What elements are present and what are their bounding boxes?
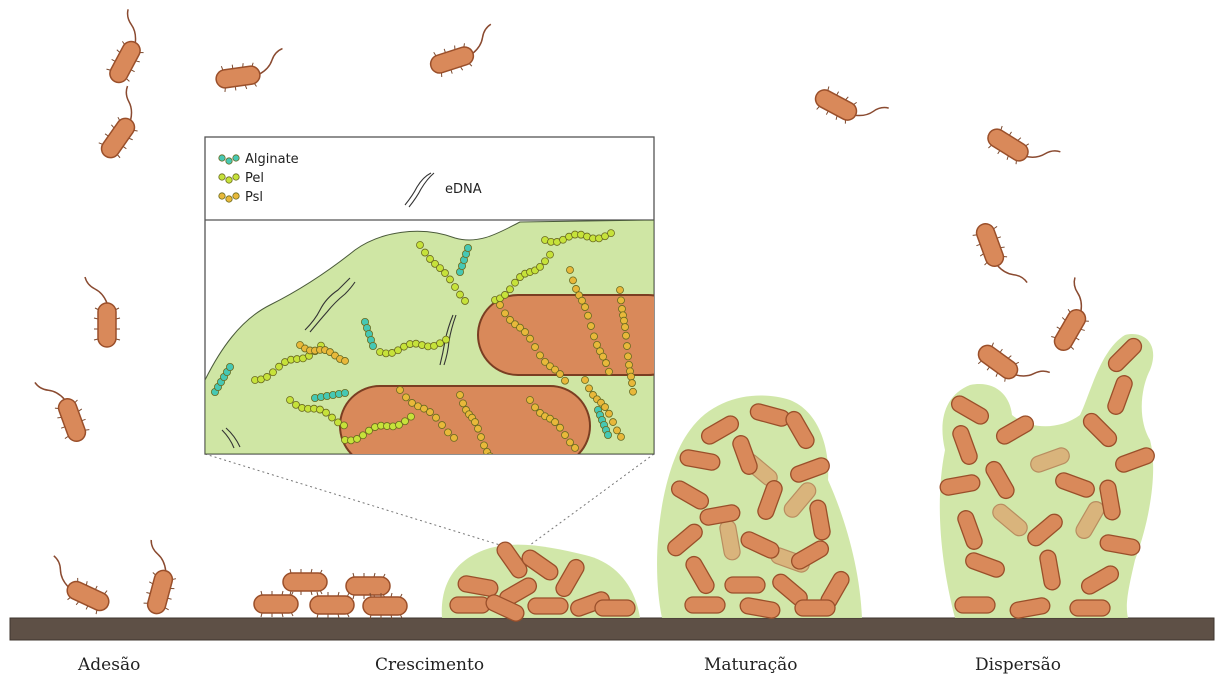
surface [10, 618, 1214, 640]
legend-label-edna: eDNA [445, 182, 482, 197]
stage-label-maturation: Maturação [704, 655, 797, 675]
stage-adhesion-bacteria [39, 540, 185, 617]
stage-label-dispersion: Dispersão [975, 655, 1061, 675]
stage-label-adhesion: Adesão [78, 655, 140, 675]
stage-label-growth: Crescimento [375, 655, 484, 675]
zoom-guide-lines [205, 454, 654, 545]
stage-growth-microcolony [254, 569, 407, 619]
legend-label-psl: Psl [245, 190, 263, 205]
legend-label-alginate: Alginate [245, 152, 299, 167]
stage-dispersion-biofilm [939, 334, 1157, 619]
stage-early-biofilm [442, 539, 640, 624]
matrix-inset: Alginate Pel Psl eDNA [205, 137, 688, 466]
stage-maturation-biofilm [657, 395, 862, 619]
legend-label-pel: Pel [245, 171, 264, 186]
